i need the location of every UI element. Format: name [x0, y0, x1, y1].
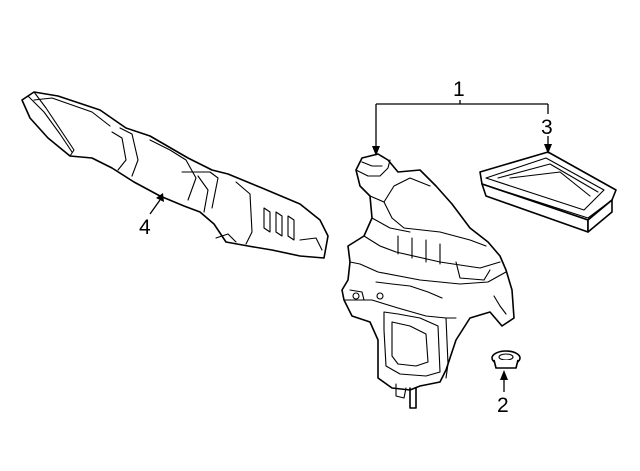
callout-4: 4	[139, 216, 151, 239]
air-filter-element	[479, 151, 617, 233]
arrow-4	[156, 193, 164, 202]
callout-2: 2	[497, 394, 509, 417]
grommet	[491, 350, 521, 369]
callout-1: 1	[453, 78, 465, 101]
arrow-1-left	[372, 146, 380, 156]
arrow-2	[500, 370, 508, 380]
callout-3: 3	[541, 116, 553, 139]
air-cleaner-housing	[341, 153, 515, 409]
arrowheads	[156, 144, 552, 380]
intake-duct	[21, 91, 329, 259]
arrow-3	[544, 144, 552, 154]
